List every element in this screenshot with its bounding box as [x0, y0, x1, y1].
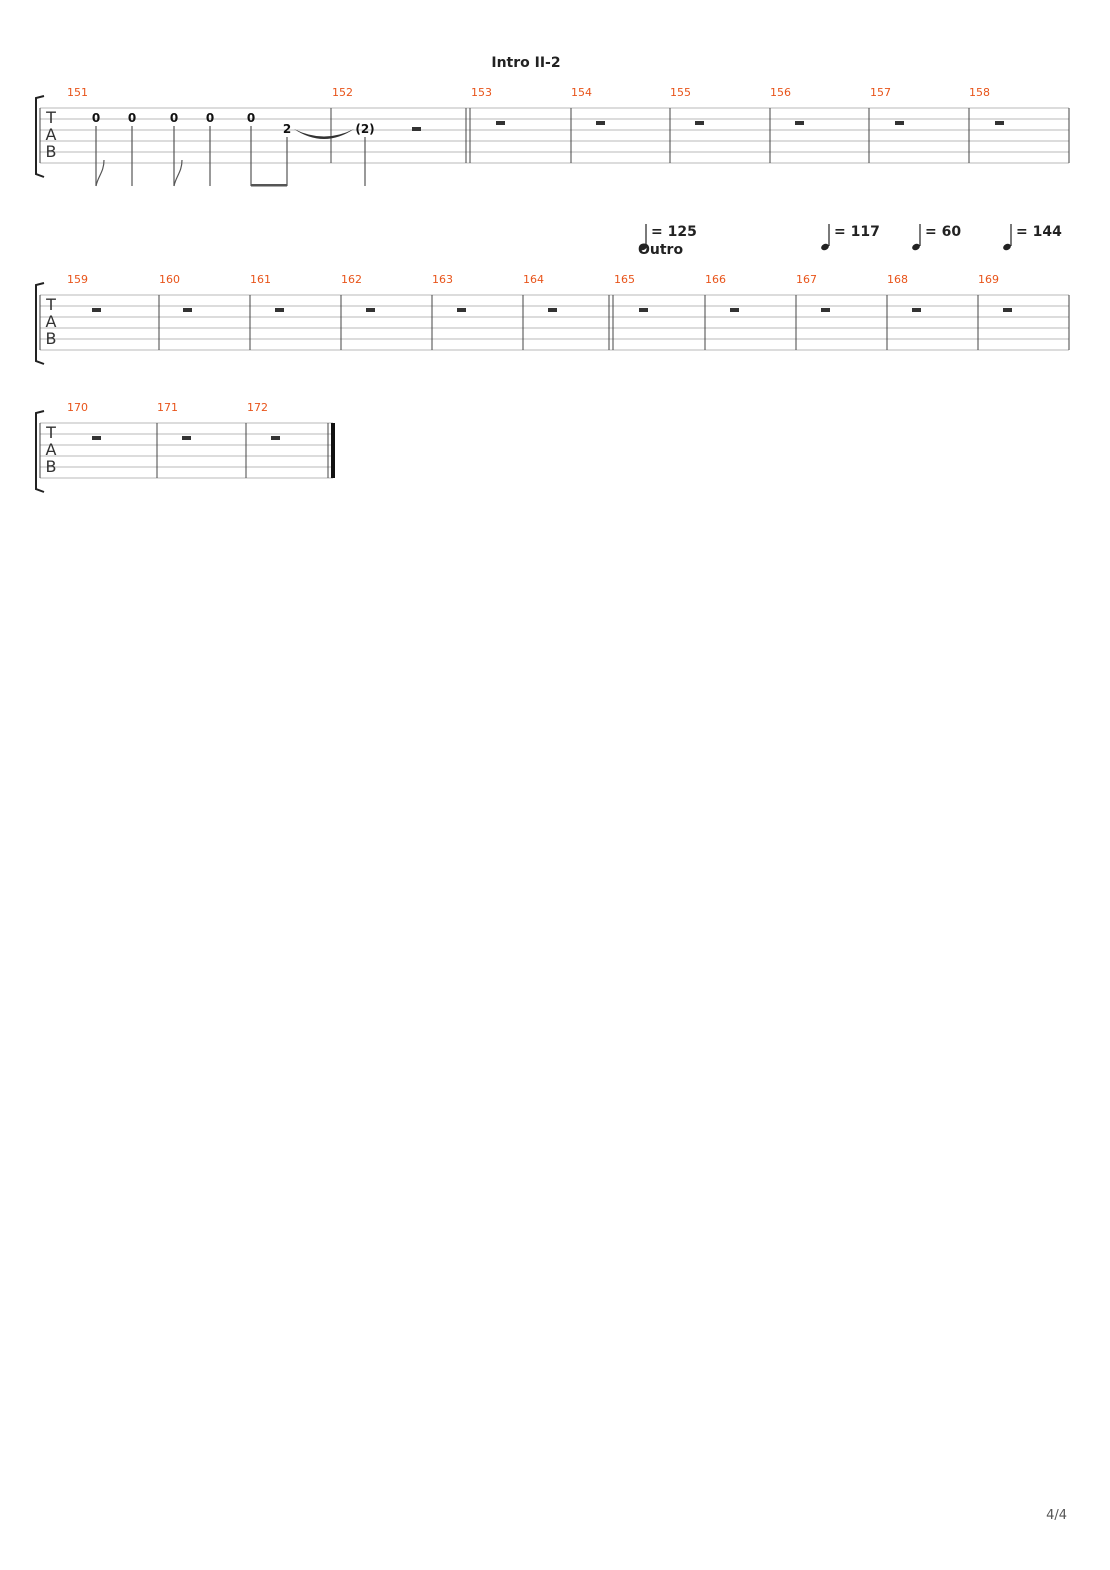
measure-number: 172 [247, 401, 268, 414]
tab-clef-b: B [46, 457, 57, 476]
bar-lines [39, 108, 1070, 163]
fret-number: (2) [355, 122, 374, 136]
system-2: = 125 = 117 = 60 = 144 Outro T A [35, 224, 1070, 365]
bar-lines [39, 295, 1070, 350]
tempo-marking: = 117 [821, 224, 880, 251]
tempo-label: = 144 [1016, 224, 1062, 240]
fret-number: 0 [247, 111, 255, 125]
fret-number: 0 [128, 111, 136, 125]
system-1: Intro II-2 T A B 151 [35, 55, 1070, 187]
rests [92, 436, 280, 440]
tab-clef-b: B [46, 329, 57, 348]
measure-number: 159 [67, 273, 88, 286]
tab-staff-lines [40, 294, 1069, 351]
measure-number: 167 [796, 273, 817, 286]
measure-number: 171 [157, 401, 178, 414]
section-label-intro-ii-2: Intro II-2 [491, 55, 560, 71]
measure-number: 163 [432, 273, 453, 286]
fret-number: 0 [92, 111, 100, 125]
tab-clef-a: A [46, 440, 57, 459]
final-bar-line [331, 423, 335, 478]
measure-number: 164 [523, 273, 544, 286]
tempo-label: = 125 [651, 224, 697, 240]
tempo-label: = 117 [834, 224, 880, 240]
tab-staff-lines [40, 107, 1069, 164]
measure-number: 165 [614, 273, 635, 286]
tempo-label: = 60 [925, 224, 961, 240]
rests [92, 308, 1012, 312]
measure-number: 152 [332, 86, 353, 99]
measure-number: 158 [969, 86, 990, 99]
measure-number: 156 [770, 86, 791, 99]
measure-number: 162 [341, 273, 362, 286]
system-bracket [35, 95, 45, 178]
beam [251, 184, 287, 187]
system-bracket [35, 282, 45, 365]
tab-clef-a: A [46, 125, 57, 144]
tab-clef-t: T [45, 108, 56, 127]
system-3: T A B 170 171 172 [35, 401, 335, 493]
bar-lines [39, 423, 329, 478]
measure-number: 169 [978, 273, 999, 286]
tab-staff-lines [40, 422, 333, 479]
note-stems [95, 126, 366, 187]
measure-number: 168 [887, 273, 908, 286]
fret-number: 2 [283, 122, 291, 136]
rests [412, 121, 1004, 131]
measure-number: 151 [67, 86, 88, 99]
measure-number: 161 [250, 273, 271, 286]
tab-clef-a: A [46, 312, 57, 331]
measure-number: 170 [67, 401, 88, 414]
tempo-marking: = 144 [1003, 224, 1062, 251]
page-number: 4/4 [1046, 1508, 1067, 1523]
measure-number: 166 [705, 273, 726, 286]
fret-number: 0 [170, 111, 178, 125]
measure-number: 157 [870, 86, 891, 99]
measure-number: 154 [571, 86, 592, 99]
tab-clef-b: B [46, 142, 57, 161]
measure-number: 160 [159, 273, 180, 286]
section-label-outro: Outro [638, 242, 683, 258]
tab-clef-t: T [45, 295, 56, 314]
fret-number: 0 [206, 111, 214, 125]
tab-clef-t: T [45, 423, 56, 442]
tie [294, 129, 354, 139]
measure-number: 155 [670, 86, 691, 99]
tempo-marking: = 125 [639, 224, 697, 251]
system-bracket [35, 410, 45, 493]
measure-number: 153 [471, 86, 492, 99]
tempo-marking: = 60 [912, 224, 961, 251]
